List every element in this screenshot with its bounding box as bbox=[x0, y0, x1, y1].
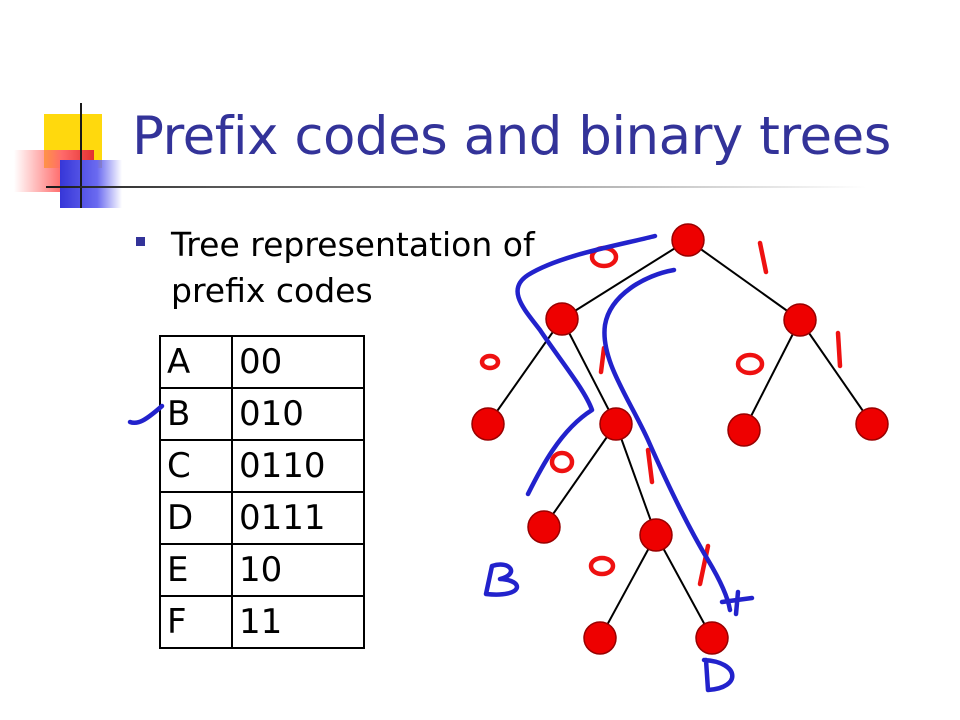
edge-label-one bbox=[598, 345, 607, 375]
tree-edge bbox=[743, 319, 801, 431]
path-to-d-stroke bbox=[602, 267, 733, 613]
bullet-text: Tree representation of prefix codes bbox=[171, 225, 535, 310]
tree-edge bbox=[561, 318, 617, 425]
edge-label-zero bbox=[549, 450, 575, 474]
table-row: C 0110 bbox=[159, 439, 365, 493]
code-cell: 10 bbox=[231, 543, 365, 597]
code-cell: 00 bbox=[231, 335, 365, 389]
table-row: A 00 bbox=[159, 335, 365, 389]
title-underline bbox=[46, 186, 866, 188]
tree-edge bbox=[599, 534, 657, 639]
symbol-cell: B bbox=[159, 387, 233, 441]
code-cell: 11 bbox=[231, 595, 365, 649]
edge-label-zero bbox=[588, 555, 616, 577]
deco-blue-square bbox=[60, 160, 122, 208]
edge-label-one bbox=[757, 240, 769, 275]
edge-label-zero bbox=[735, 352, 765, 376]
tree-leaf-d bbox=[695, 621, 729, 655]
tree-nodes bbox=[471, 223, 889, 655]
tree-node-root bbox=[671, 223, 705, 257]
code-table: A 00 B 010 C 0110 D 0111 E 10 F 11 bbox=[159, 335, 365, 649]
tree-leaf-c bbox=[583, 621, 617, 655]
tree-edge bbox=[487, 318, 563, 425]
code-cell: 0111 bbox=[231, 491, 365, 545]
slide-title: Prefix codes and binary trees bbox=[132, 106, 891, 167]
tree-node bbox=[783, 303, 817, 337]
path-to-b-stroke bbox=[515, 233, 658, 497]
symbol-cell: E bbox=[159, 543, 233, 597]
tree-edge bbox=[615, 423, 657, 536]
tree-leaf-e bbox=[727, 413, 761, 447]
table-row: E 10 bbox=[159, 543, 365, 597]
tree-edges bbox=[487, 239, 873, 639]
tree-edge bbox=[799, 319, 873, 425]
table-row: D 0111 bbox=[159, 491, 365, 545]
deco-vertical-line bbox=[80, 103, 82, 208]
edge-labels bbox=[479, 240, 843, 587]
edge-label-one bbox=[645, 447, 655, 485]
tree-edge bbox=[543, 423, 617, 528]
tree-node bbox=[639, 518, 673, 552]
code-cell: 0110 bbox=[231, 439, 365, 493]
tree-edge bbox=[655, 534, 713, 639]
edge-label-one bbox=[697, 543, 711, 587]
tree-leaf-b bbox=[527, 510, 561, 544]
table-row: F 11 bbox=[159, 595, 365, 649]
edge-label-one bbox=[835, 330, 843, 369]
tree-leaf-a bbox=[471, 407, 505, 441]
code-cell: 010 bbox=[231, 387, 365, 441]
tree-edge bbox=[561, 239, 689, 320]
symbol-cell: F bbox=[159, 595, 233, 649]
check-mark-icon bbox=[127, 403, 165, 425]
symbol-cell: C bbox=[159, 439, 233, 493]
pen-annotations bbox=[127, 233, 755, 693]
tree-leaf-f bbox=[855, 407, 889, 441]
symbol-cell: A bbox=[159, 335, 233, 389]
tree-node bbox=[545, 302, 579, 336]
edge-label-zero bbox=[479, 353, 501, 371]
tree-edge bbox=[687, 239, 801, 321]
tree-node bbox=[599, 407, 633, 441]
leaf-letter-d bbox=[701, 657, 735, 693]
arrow-head-stroke bbox=[719, 589, 755, 617]
table-row: B 010 bbox=[159, 387, 365, 441]
leaf-letter-b bbox=[483, 562, 520, 597]
bullet-square-icon bbox=[136, 237, 145, 246]
symbol-cell: D bbox=[159, 491, 233, 545]
